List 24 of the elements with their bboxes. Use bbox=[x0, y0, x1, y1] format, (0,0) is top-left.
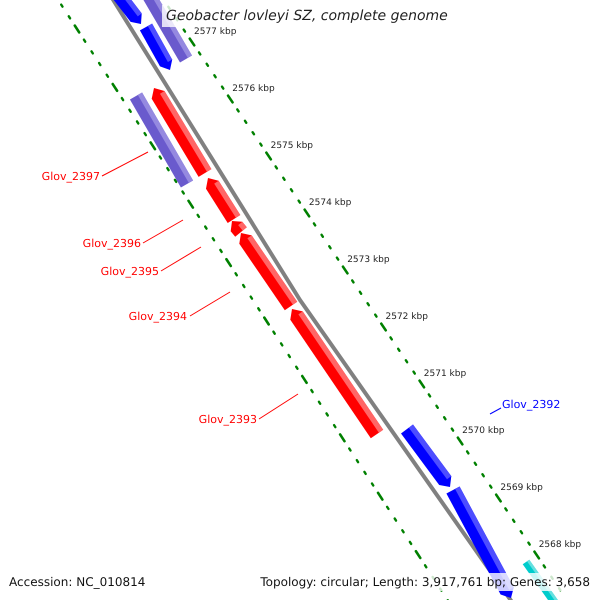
scale-label: 2573 kbp bbox=[347, 255, 390, 266]
scale-label: 2572 kbp bbox=[386, 312, 428, 323]
gene-label: Glov_2393 bbox=[198, 412, 257, 427]
gene-label: Glov_2396 bbox=[82, 236, 141, 251]
leader-line bbox=[190, 292, 230, 316]
scale-label: 2571 kbp bbox=[424, 369, 466, 380]
scale-label: 2576 kbp bbox=[232, 84, 275, 95]
accession-text: Accession: NC_010814 bbox=[9, 574, 146, 590]
scale-label: 2574 kbp bbox=[308, 198, 352, 209]
leader-line bbox=[160, 246, 202, 272]
genome-summary-text: Topology: circular; Length: 3,917,761 bp; Genes: 3,658 bbox=[258, 573, 592, 591]
leader-line bbox=[490, 408, 502, 414]
scale-label: 2568 kbp bbox=[538, 540, 582, 551]
leader-line bbox=[102, 152, 148, 176]
gene-label: Glov_2394 bbox=[128, 309, 187, 324]
leader-line bbox=[142, 220, 184, 244]
gene-label: Glov_2397 bbox=[42, 169, 100, 184]
scale-label: 2575 kbp bbox=[270, 141, 313, 152]
scale-label: 2569 kbp bbox=[500, 483, 543, 494]
scale-label: 2570 kbp bbox=[462, 426, 504, 437]
gene-label: Glov_2395 bbox=[100, 264, 159, 279]
leader-line bbox=[258, 394, 298, 420]
gene-label: Glov_2392 bbox=[502, 397, 560, 412]
scale-label: 2577 kbp bbox=[194, 27, 236, 38]
